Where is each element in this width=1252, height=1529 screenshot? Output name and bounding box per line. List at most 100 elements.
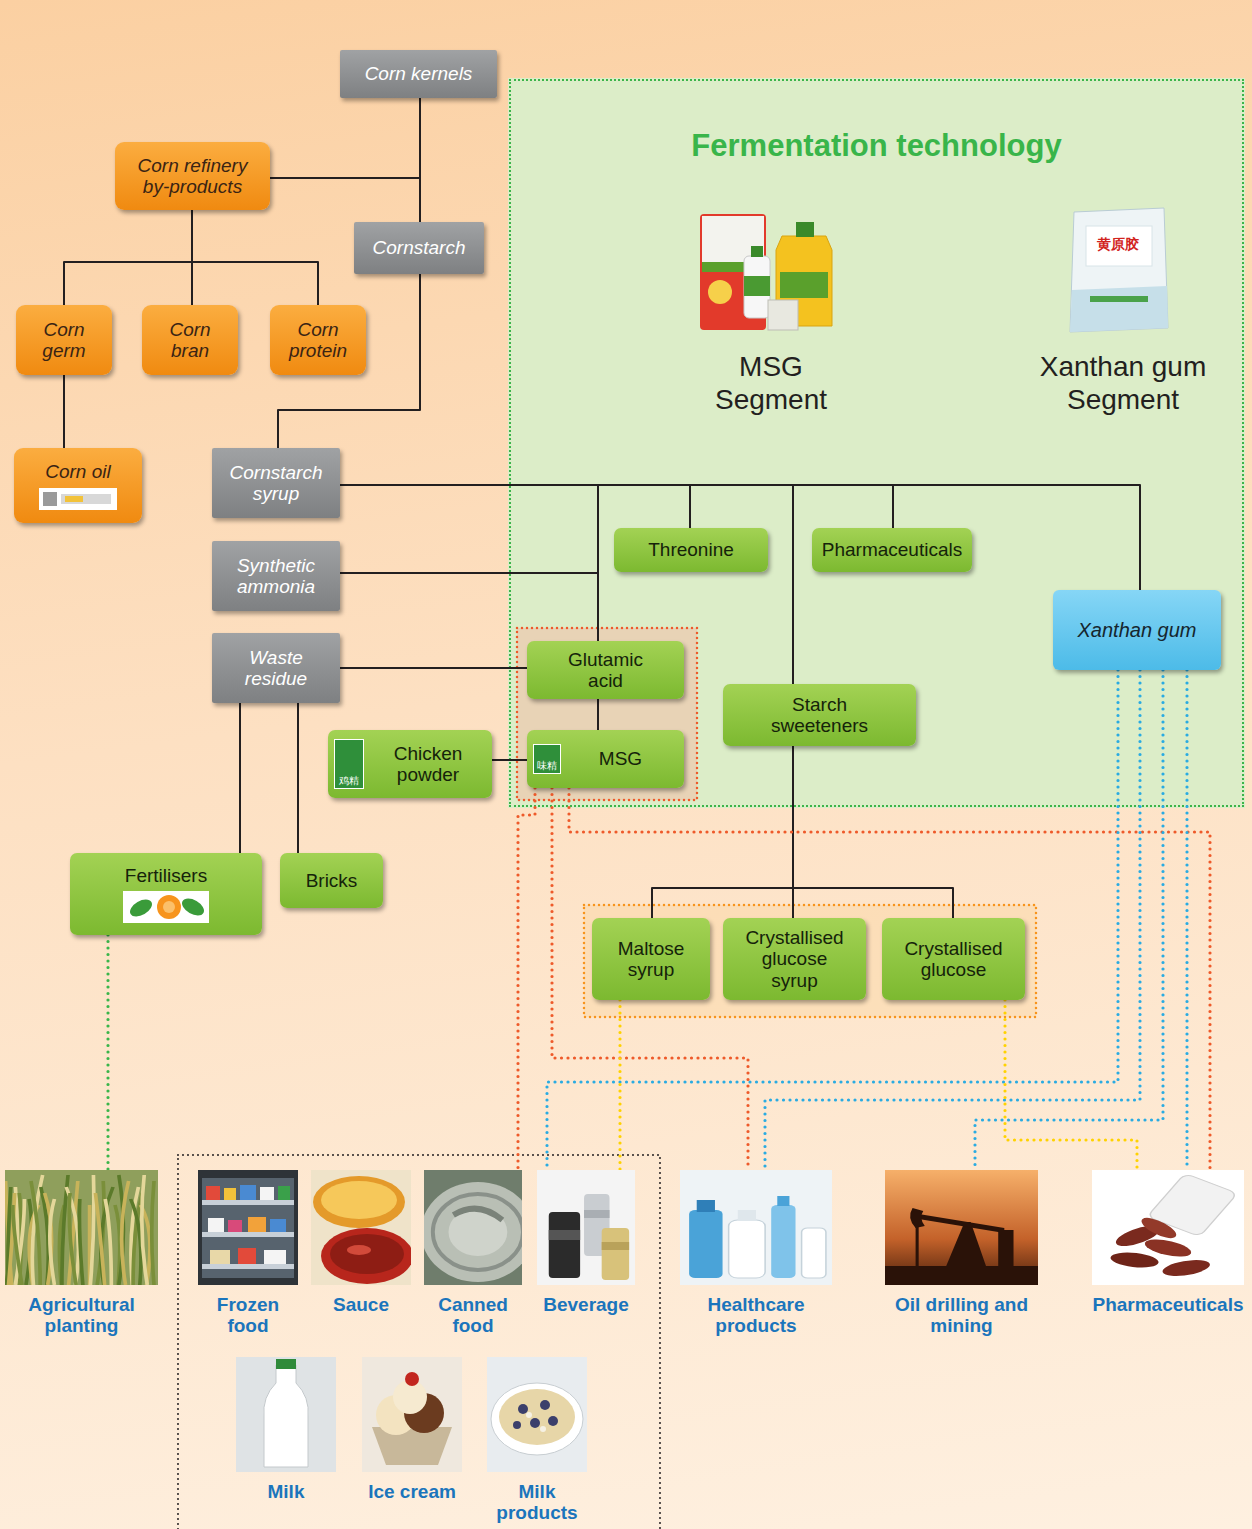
label-text: 味精 [537, 760, 557, 773]
tree-connector [192, 210, 318, 305]
dotted-connector [569, 788, 1210, 1170]
box-label: Corn kernels [365, 63, 473, 84]
photo-tile: Oil drilling and mining [885, 1170, 1038, 1336]
dotted-connector [765, 670, 1140, 1170]
technology-region: Fermentation technologyThreonine Pharmace… [508, 78, 1245, 808]
box-label: Threonine [648, 539, 734, 560]
photo [236, 1357, 336, 1472]
box-label: Bricks [306, 870, 358, 891]
label-text: MSG Segment [706, 350, 836, 416]
product-box: Chicken powder 鸡精 [328, 730, 492, 798]
photo [487, 1357, 587, 1472]
brand-logo [123, 891, 209, 923]
byproduct-box: Corn refinery by-products [115, 142, 270, 210]
photo-caption: Milk products [490, 1481, 585, 1523]
photo-tile: Canned food [424, 1170, 522, 1336]
tree-connector [340, 485, 598, 641]
photo-tile: Agricultural planting [5, 1170, 158, 1336]
tree-connector [419, 98, 421, 222]
photo-caption: Ice cream [368, 1481, 456, 1502]
photo-tile: Healthcare products [680, 1170, 832, 1336]
photo-caption: Pharmaceuticals [1092, 1294, 1243, 1315]
product-box: MSG 味精 [527, 730, 684, 788]
photo-caption: Beverage [543, 1294, 629, 1315]
photo [680, 1170, 832, 1285]
photo-caption: Frozen food [208, 1294, 288, 1336]
product-box: Bricks [280, 853, 383, 908]
byproduct-box: Corn oil [14, 448, 142, 523]
segment-label: MSG Segment [706, 350, 836, 416]
photo [885, 1170, 1038, 1285]
tree-connector [270, 98, 420, 178]
dotted-connector [547, 670, 1118, 1170]
sweetener-group-frame [584, 905, 1036, 1017]
tree-connector [340, 485, 893, 528]
dotted-connector [618, 1000, 621, 1170]
photo-tile: Beverage [537, 1170, 635, 1315]
tree-connector [597, 699, 599, 730]
photo-caption: Milk [268, 1481, 305, 1502]
dotted-connector [552, 788, 748, 1170]
brand-logo: 味精 [533, 744, 561, 774]
product-box: Threonine [614, 528, 768, 572]
photo-caption: Canned food [428, 1294, 518, 1336]
box-label: Starch sweeteners [760, 694, 880, 737]
product-box: Crystallised glucose syrup [723, 918, 866, 1000]
photo [1092, 1170, 1244, 1285]
photo-tile: Milk products [487, 1357, 587, 1523]
food-group-frame [178, 1155, 660, 1529]
box-label: Waste residue [226, 647, 326, 690]
photo [311, 1170, 411, 1285]
product-box: Maltose syrup [592, 918, 710, 1000]
tree-connector [492, 759, 527, 761]
tree-connector [63, 375, 65, 448]
box-label: Cornstarch syrup [221, 462, 331, 505]
box-label: MSG [599, 748, 642, 769]
label-text: 鸡精 [339, 775, 359, 788]
photo [198, 1170, 298, 1285]
photo-caption: Oil drilling and mining [894, 1294, 1029, 1336]
box-label: Fertilisers [125, 865, 207, 886]
tree-connector [340, 485, 690, 528]
input-box: Cornstarch [354, 222, 484, 274]
box-label: Synthetic ammonia [221, 555, 331, 598]
dotted-connector [975, 670, 1163, 1170]
region-title: Fermentation technology [508, 128, 1245, 164]
label-text: Xanthan gum Segment [1023, 350, 1223, 416]
dotted-connector [106, 935, 109, 1170]
box-label: Glutamic acid [556, 649, 656, 692]
byproduct-box: Corn bran [142, 305, 238, 375]
input-box: Corn kernels [340, 50, 497, 98]
box-label: Corn refinery by-products [123, 155, 262, 198]
box-label: Pharmaceuticals [822, 539, 962, 560]
product-box: Crystallised glucose [882, 918, 1025, 1000]
label-text: 黄原胶 [1085, 236, 1151, 254]
tree-connector [340, 485, 793, 684]
photo-tile: Pharmaceuticals [1090, 1170, 1246, 1315]
dotted-connector [1005, 1000, 1137, 1170]
photo-caption: Agricultural planting [17, 1294, 147, 1336]
tree-connector [239, 703, 241, 853]
box-label: Chicken powder [388, 743, 468, 786]
byproduct-box: Corn protein [270, 305, 366, 375]
box-label: Corn oil [45, 461, 110, 482]
product-box: Fertilisers [70, 853, 262, 935]
photo-caption: Sauce [333, 1294, 389, 1315]
msg-group-frame [517, 628, 697, 800]
box-label: Crystallised glucose syrup [740, 927, 850, 991]
input-box: Waste residue [212, 633, 340, 703]
photo [362, 1357, 462, 1472]
box-label: Crystallised glucose [891, 938, 1016, 981]
tree-connector [278, 274, 420, 448]
brand-logo [39, 488, 117, 510]
xanthan-bag-photo [1070, 208, 1168, 332]
photo-caption: Healthcare products [694, 1294, 819, 1336]
photo-tile: Ice cream [362, 1357, 462, 1502]
box-label: Cornstarch [373, 237, 466, 258]
product-box: Xanthan gum [1053, 590, 1221, 670]
photo [424, 1170, 522, 1285]
tree-connector [340, 573, 598, 641]
photo [537, 1170, 635, 1285]
